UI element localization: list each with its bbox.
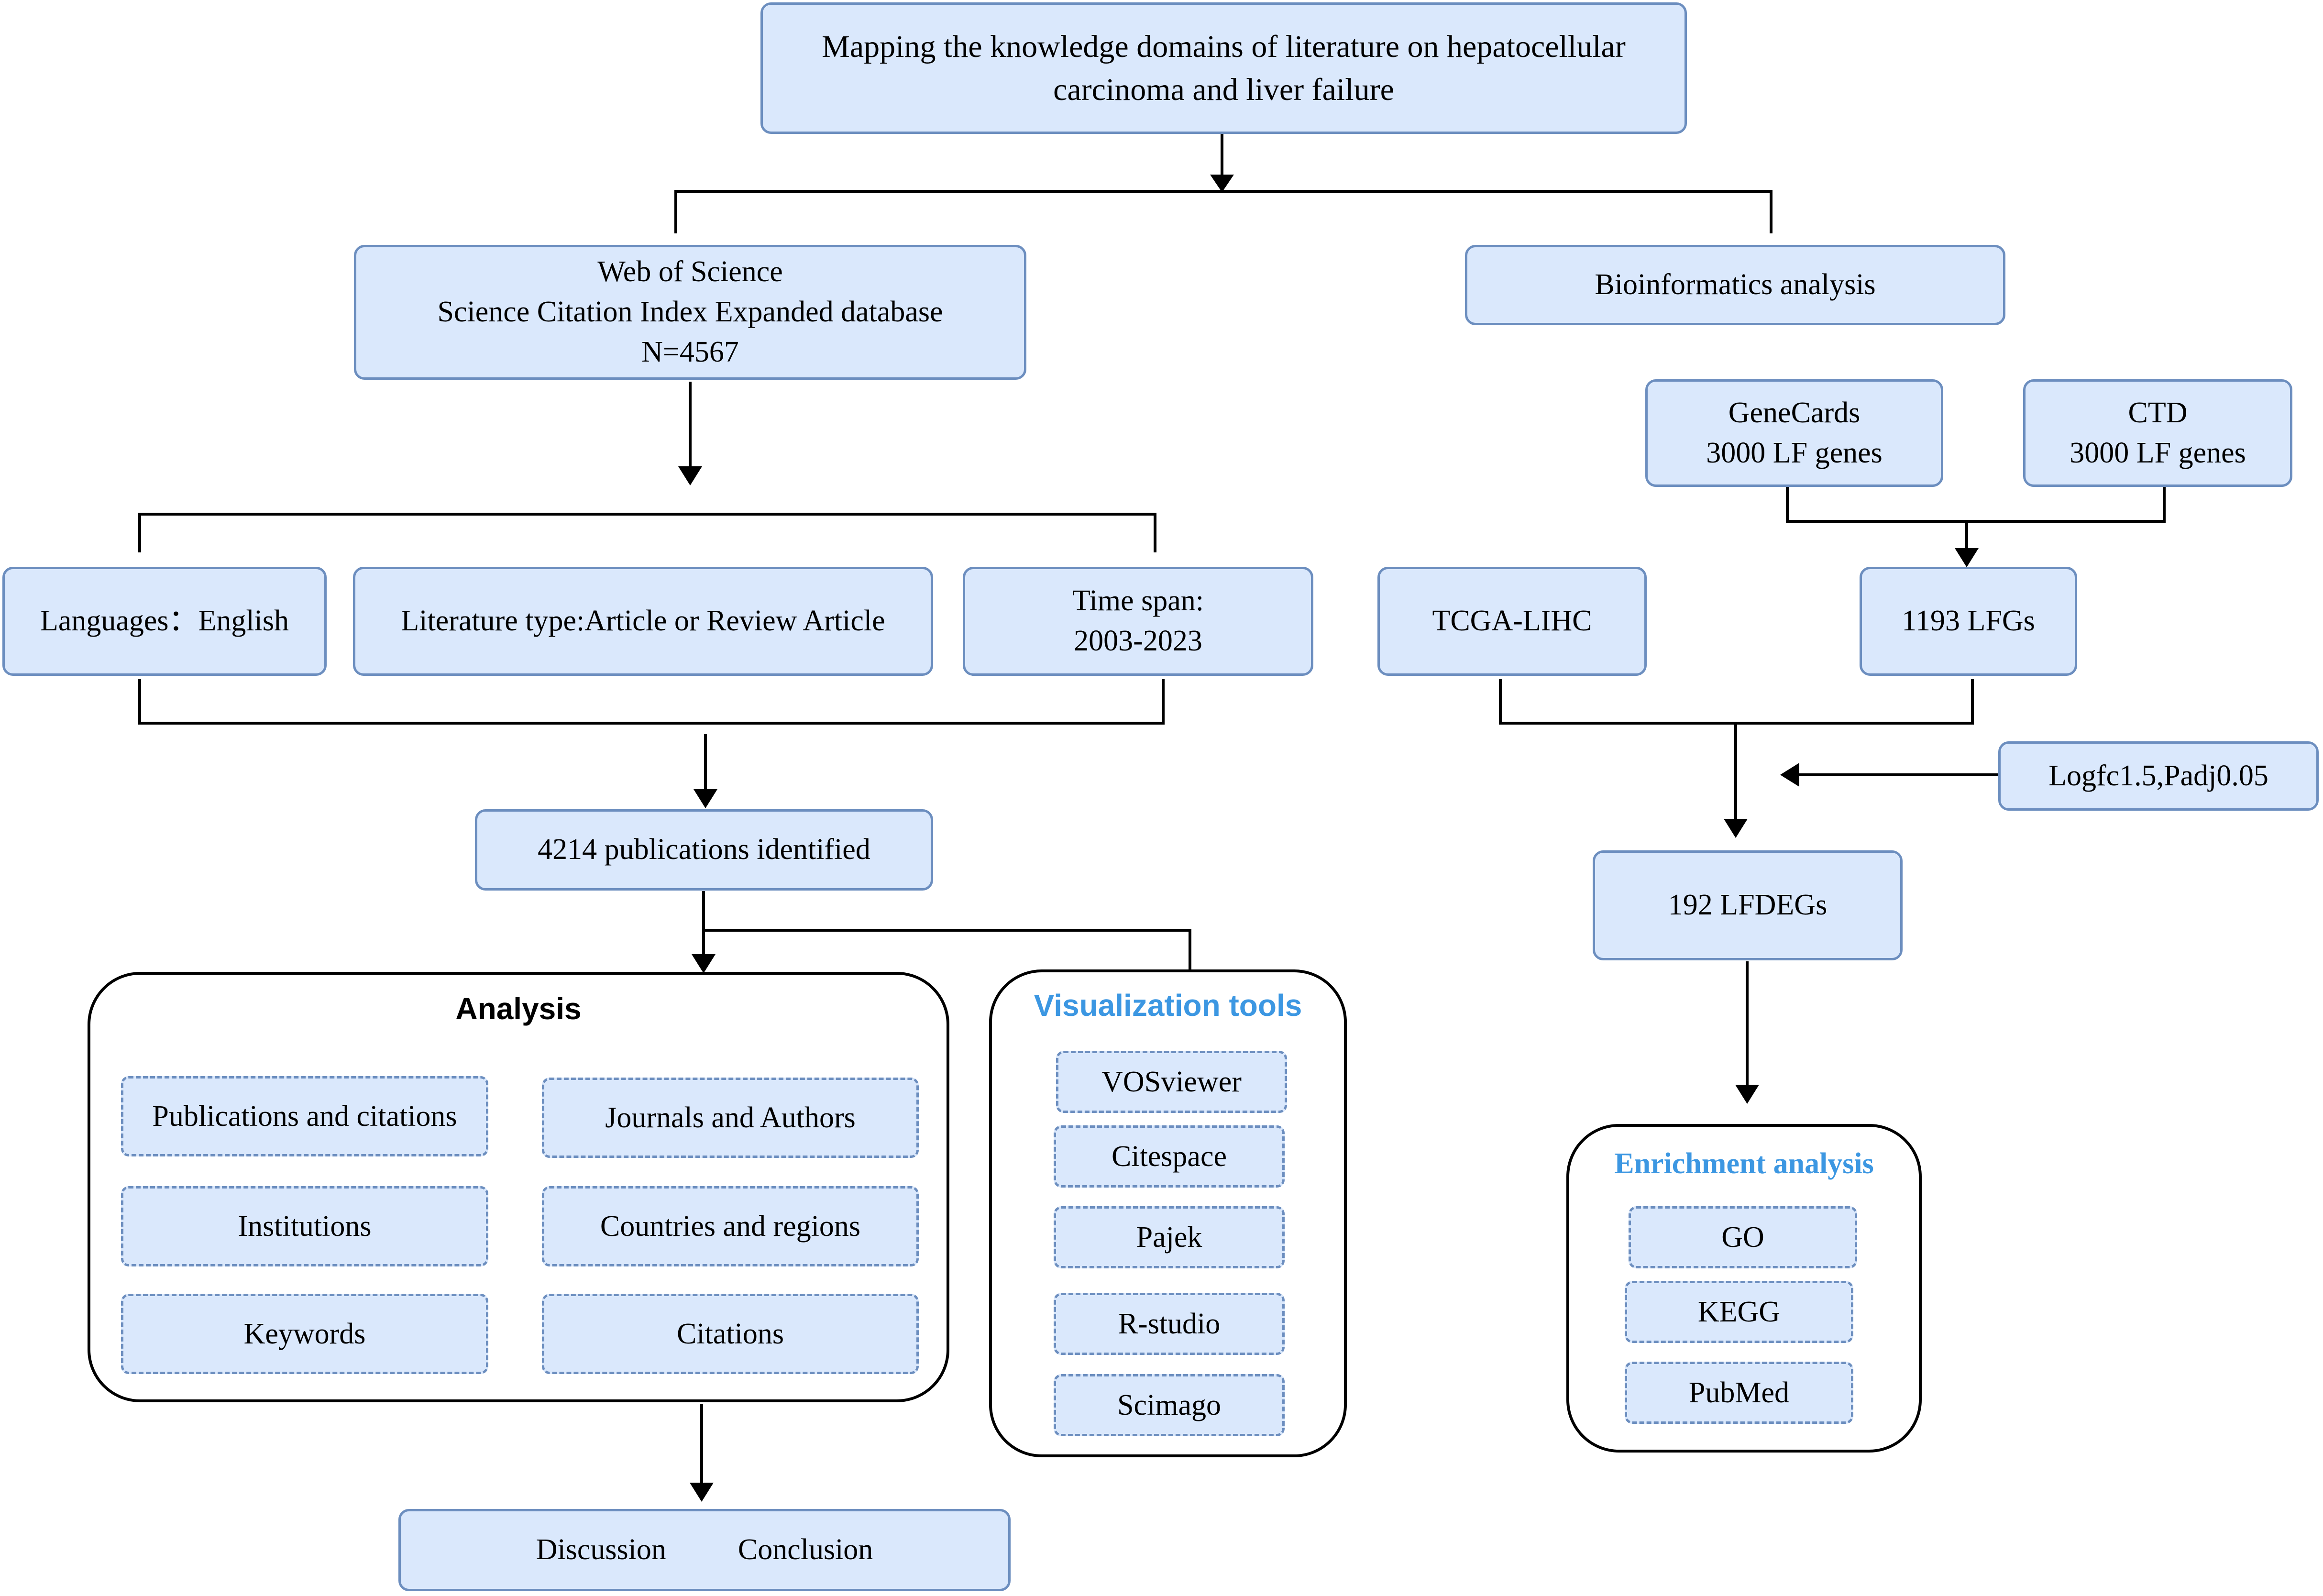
threshold-label: Logfc1.5,Padj0.05 <box>2048 759 2268 792</box>
join-line-filters <box>138 679 1165 725</box>
analysis-title: Analysis <box>455 991 582 1026</box>
discussion-conclusion-box: Discussion Conclusion <box>398 1509 1011 1591</box>
languages-box: Languages：English <box>2 567 327 676</box>
lfdegs-box: 192 LFDEGs <box>1593 850 1903 960</box>
viz-item-vosviewer: VOSviewer <box>1056 1051 1287 1113</box>
genecards-line-1: GeneCards <box>1728 396 1861 429</box>
visualization-title: Visualization tools <box>1034 988 1302 1023</box>
threshold-box: Logfc1.5,Padj0.05 <box>1998 741 2319 811</box>
arrowhead-enrichment <box>1735 1085 1759 1104</box>
lfgs-label: 1193 LFGs <box>1902 605 2035 638</box>
wos-line-1: Web of Science <box>597 255 783 288</box>
languages-label: Languages：English <box>40 605 289 638</box>
arrowhead-lfgs <box>1955 548 1979 567</box>
viz-item-r-studio: R-studio <box>1054 1293 1285 1355</box>
enrichment-item-pubmed: PubMed <box>1625 1362 1853 1424</box>
tcga-lfgs-join <box>1499 679 1974 725</box>
arrowhead-threshold <box>1780 763 1799 787</box>
viz-item-pajek: Pajek <box>1054 1206 1285 1268</box>
ctd-line-1: CTD <box>2128 396 2188 429</box>
literature-type-label: Literature type:Article or Review Articl… <box>401 605 885 638</box>
tcga-box: TCGA-LIHC <box>1377 567 1647 676</box>
arrowhead-pubs <box>694 789 717 808</box>
arrowhead-lfdegs <box>1724 819 1748 838</box>
enrichment-item-go: GO <box>1629 1206 1857 1268</box>
literature-type-box: Literature type:Article or Review Articl… <box>353 567 933 676</box>
arrowhead-wos <box>678 466 702 485</box>
publications-box: 4214 publications identified <box>475 809 933 891</box>
wos-line-2: Science Citation Index Expanded database <box>437 296 943 329</box>
genecards-line-2: 3000 LF genes <box>1706 436 1883 469</box>
analysis-item-publications-citations: Publications and citations <box>121 1076 488 1156</box>
lfdegs-label: 192 LFDEGs <box>1668 889 1828 922</box>
analysis-item-countries-regions: Countries and regions <box>542 1186 919 1266</box>
analysis-item-institutions: Institutions <box>121 1186 488 1266</box>
title-box: Mapping the knowledge domains of literat… <box>760 2 1687 134</box>
arrowhead-title <box>1210 175 1234 192</box>
genes-merge-line <box>1786 487 2166 523</box>
arrowhead-discussion <box>690 1483 714 1502</box>
analysis-item-journals-authors: Journals and Authors <box>542 1078 919 1158</box>
conclusion-label: Conclusion <box>738 1533 873 1566</box>
split-line-filters <box>138 513 1156 552</box>
enrichment-item-kegg: KEGG <box>1625 1281 1853 1343</box>
pubs-to-visualization <box>704 929 1191 971</box>
publications-label: 4214 publications identified <box>538 833 870 866</box>
time-span-box: Time span: 2003-2023 <box>963 567 1313 676</box>
split-line-top <box>674 190 1773 233</box>
analysis-item-keywords: Keywords <box>121 1294 488 1374</box>
enrichment-title: Enrichment analysis <box>1614 1147 1874 1180</box>
ctd-box: CTD 3000 LF genes <box>2023 379 2292 487</box>
bioinformatics-label: Bioinformatics analysis <box>1595 268 1876 301</box>
title-line-1: Mapping the knowledge domains of literat… <box>822 29 1626 65</box>
time-span-line-1: Time span: <box>1072 584 1204 617</box>
tcga-label: TCGA-LIHC <box>1432 605 1592 638</box>
analysis-item-citations: Citations <box>542 1294 919 1374</box>
arrowhead-analysis <box>692 954 716 973</box>
ctd-line-2: 3000 LF genes <box>2070 436 2246 469</box>
title-line-2: carcinoma and liver failure <box>1053 72 1394 107</box>
bioinformatics-box: Bioinformatics analysis <box>1465 245 2005 325</box>
genecards-box: GeneCards 3000 LF genes <box>1645 379 1943 487</box>
discussion-label: Discussion <box>536 1533 666 1566</box>
viz-item-scimago: Scimago <box>1054 1374 1285 1436</box>
viz-item-citespace: Citespace <box>1054 1125 1285 1188</box>
wos-line-3: N=4567 <box>641 335 739 368</box>
lfgs-box: 1193 LFGs <box>1860 567 2077 676</box>
wos-box: Web of Science Science Citation Index Ex… <box>354 245 1026 380</box>
time-span-line-2: 2003-2023 <box>1074 625 1202 657</box>
